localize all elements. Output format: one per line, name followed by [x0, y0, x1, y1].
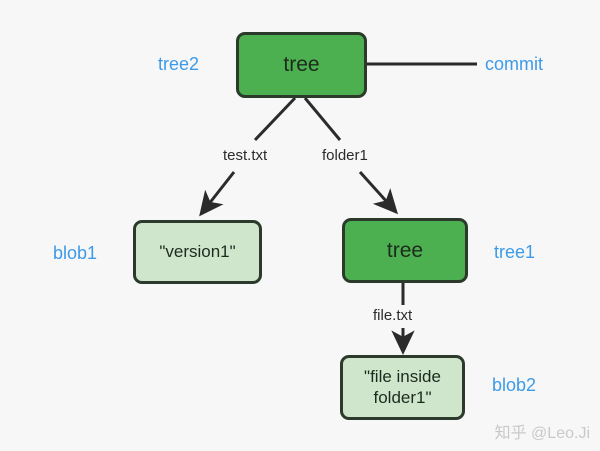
edge-label-file-txt: file.txt: [371, 307, 415, 324]
edge-tree2-to-tree1-lower: [358, 170, 399, 215]
tag-tree1: tree1: [494, 242, 536, 262]
tag-blob1: blob1: [53, 243, 98, 263]
edge-tree2-to-blob1: [253, 96, 297, 142]
edge-tree2-to-blob1-lower: [199, 171, 236, 217]
edge-tree2-to-tree1: [303, 97, 342, 141]
watermark: 知乎 @Leo.Ji: [494, 425, 590, 442]
node-tree2[interactable]: tree: [236, 32, 367, 98]
node-tree1[interactable]: tree: [342, 218, 468, 283]
node-blob1[interactable]: "version1": [133, 220, 262, 284]
node-tree1-label: tree: [386, 238, 424, 262]
tag-tree2: tree2: [158, 54, 200, 74]
node-blob1-label: "version1": [159, 241, 236, 261]
edge-label-test-txt: test.txt: [221, 147, 270, 164]
node-blob2-label: "file inside folder1": [364, 366, 441, 407]
node-blob2[interactable]: "file inside folder1": [340, 355, 465, 420]
tag-commit: commit: [485, 54, 543, 74]
edge-label-folder1: folder1: [320, 147, 370, 164]
node-tree2-label: tree: [283, 53, 320, 77]
tag-blob2: blob2: [492, 375, 537, 395]
